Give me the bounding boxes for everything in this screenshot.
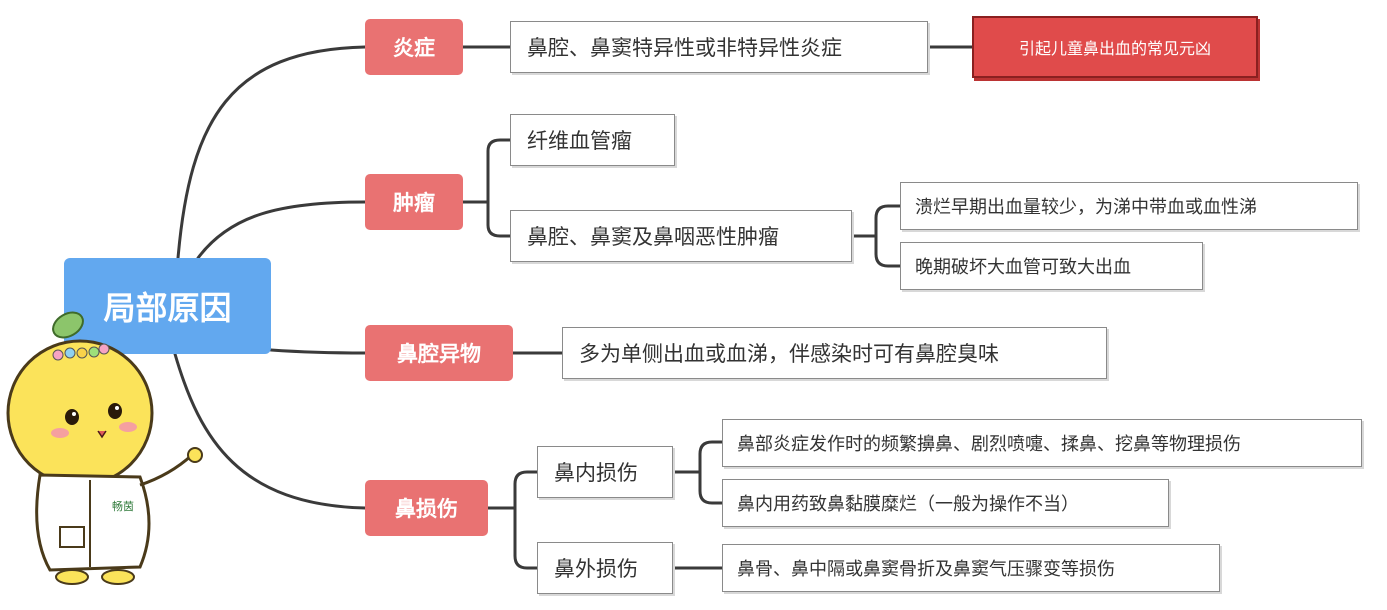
category-tumor: 肿瘤 — [365, 174, 463, 230]
link-root-inflammation — [176, 45, 367, 260]
mascot-illustration: 畅茵 — [6, 311, 203, 585]
injury-external: 鼻外损伤 — [537, 542, 673, 594]
category-inflammation: 炎症 — [365, 19, 463, 75]
link-root-injury — [173, 352, 367, 510]
foreign-body-detail: 多为单侧出血或血涕，伴感染时可有鼻腔臭味 — [562, 327, 1107, 379]
link-injury-bracket — [486, 470, 539, 570]
category-injury: 鼻损伤 — [365, 480, 488, 536]
link-tumor-bracket — [461, 138, 512, 238]
injury-internal-item1: 鼻部炎症发作时的频繁擤鼻、剧烈喷嚏、揉鼻、挖鼻等物理损伤 — [722, 419, 1362, 467]
tumor-early: 溃烂早期出血量较少，为涕中带血或血性涕 — [900, 182, 1358, 230]
inflammation-detail: 鼻腔、鼻窦特异性或非特异性炎症 — [510, 21, 928, 73]
flower-crown — [52, 343, 110, 361]
root-node: 局部原因 — [64, 258, 271, 354]
mascot-badge: 畅茵 — [112, 499, 134, 513]
injury-internal-item2: 鼻内用药致鼻黏膜糜烂（一般为操作不当） — [722, 479, 1169, 527]
tumor-late: 晚期破坏大血管可致大出血 — [900, 242, 1203, 290]
tumor-benign: 纤维血管瘤 — [510, 114, 675, 166]
link-root-tumor — [196, 200, 367, 260]
link-malignant-bracket — [850, 204, 902, 268]
injury-external-item1: 鼻骨、鼻中隔或鼻窦骨折及鼻窦气压骤变等损伤 — [722, 544, 1220, 592]
link-root-foreign — [269, 348, 367, 355]
inflammation-note: 引起儿童鼻出血的常见元凶 — [972, 16, 1258, 78]
link-internal-bracket — [671, 440, 724, 505]
injury-internal: 鼻内损伤 — [537, 446, 673, 498]
category-foreign-body: 鼻腔异物 — [365, 325, 513, 381]
tumor-malignant: 鼻腔、鼻窦及鼻咽恶性肿瘤 — [510, 210, 852, 262]
